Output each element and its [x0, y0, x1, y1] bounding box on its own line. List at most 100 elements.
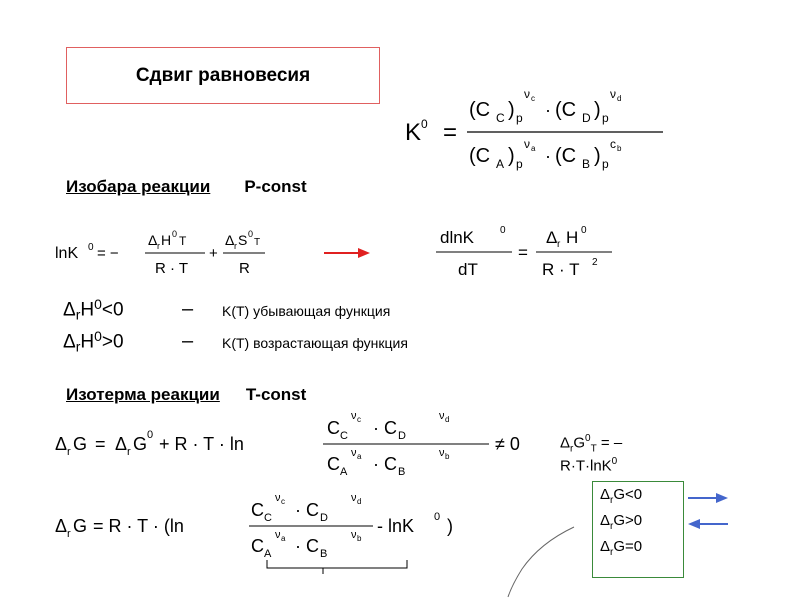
isotherm-condition: T-const — [245, 385, 307, 404]
iso2-lhs-sub: r — [67, 528, 71, 540]
k0-num2-sub: D — [582, 111, 591, 125]
gibbs-rest: = – — [596, 434, 623, 452]
iso2-den-C-sub: A — [264, 548, 272, 560]
isobar-condition: P-const — [244, 177, 307, 196]
k0-den1: (C — [469, 145, 490, 167]
enthalpy-rule-1: ΔrH0<0 — [63, 296, 124, 323]
case3-G: G — [613, 538, 626, 555]
iso1-lhs-sub: r — [67, 446, 71, 458]
case2-G: G — [613, 512, 626, 529]
iso1-num-exp2-sub: d — [445, 415, 449, 424]
gibbs-cases-box — [592, 481, 684, 578]
gibbs-G: G — [573, 434, 586, 452]
equilibrium-constant-formula: K 0 = (C C ) p ν c · (C D ) p ν d (C A )… — [405, 87, 663, 171]
k0-den1-close: ) — [508, 145, 515, 167]
deriv-eq: = — [518, 243, 528, 262]
rule1-cond: <0 — [101, 299, 124, 321]
k0-den2-exp-sub: b — [617, 144, 622, 153]
isobar-frac2-num-sub: r — [234, 241, 237, 251]
k0-num2-close: ) — [594, 99, 601, 121]
rule2-sup: 0 — [94, 328, 102, 344]
k0-num1: (C — [469, 99, 490, 121]
iso1-lhs-G: G — [73, 434, 87, 454]
iso2-num-C-sub: C — [264, 512, 272, 524]
iso2-den-exp: ν — [275, 529, 281, 541]
rule2-text: K(T) возрастающая функция — [222, 335, 408, 351]
rule2-delta: Δ — [63, 331, 76, 353]
isobar-derivative-equation: dlnK 0 dT = Δ r H 0 R · T 2 — [436, 225, 612, 279]
isobar-frac1-num: Δ — [148, 232, 157, 248]
deriv-rhs-num-sub: r — [557, 239, 561, 250]
case1-G: G — [613, 486, 626, 503]
k0-num1-sub: C — [496, 111, 505, 125]
deriv-num: dlnK — [440, 228, 475, 247]
deriv-rhs-num-rest: H — [566, 228, 578, 247]
k0-den2-p: p — [602, 157, 609, 171]
iso1-eq: = — [95, 434, 106, 454]
iso2-lhs-G: G — [73, 516, 87, 536]
gibbs-relation-line1: ΔrG0T = – — [560, 433, 622, 455]
iso1-G0-sup: 0 — [147, 429, 153, 441]
title-box: Сдвиг равновесия — [66, 47, 380, 104]
deriv-rhs-den: R · T — [542, 260, 579, 279]
k0-num2: (C — [555, 99, 576, 121]
gibbs-sup: 0 — [585, 433, 591, 444]
isobar-frac1-den: R · T — [155, 260, 188, 277]
iso2-num-C: C — [251, 500, 264, 520]
iso1-den-exp2-sub: b — [445, 452, 450, 461]
isobar-frac1-num-sub2: T — [179, 234, 187, 248]
iso1-num-C: C — [327, 418, 340, 438]
k0-num1-p: p — [516, 111, 523, 125]
isobar-eq-minus: = − — [97, 245, 119, 262]
iso1-delta: Δ — [115, 434, 127, 454]
connector-curve — [507, 526, 575, 598]
case3-cond: =0 — [625, 538, 643, 555]
iso1-den-C: C — [327, 454, 340, 474]
k0-den1-sub: A — [496, 157, 504, 171]
k0-eq: = — [443, 119, 457, 146]
iso1-den-B-sub: B — [398, 466, 405, 478]
k0-num1-close: ) — [508, 99, 515, 121]
isobar-frac1-num-sub: r — [157, 241, 160, 251]
iso2-den-exp2-sub: b — [357, 534, 362, 543]
rule1-dash: – — [182, 298, 194, 320]
iso2-num-exp2: ν — [351, 492, 357, 504]
rule2-dash: – — [182, 330, 194, 352]
gibbs-relation-line2: R·T·lnK0 — [560, 456, 617, 475]
iso2-underbrace — [266, 560, 408, 569]
isotherm-equation-2: Δ r G = R · T · (ln C C ν c · C D ν d C … — [55, 492, 453, 574]
k0-den1-exp-sub: a — [531, 144, 536, 153]
iso2-num-exp2-sub: d — [357, 497, 361, 506]
k0-num2-exp-sub: d — [617, 94, 621, 103]
rule1-text: K(T) убывающая функция — [222, 303, 391, 319]
iso2-num-dot: · C — [295, 500, 319, 520]
k0-lhs-sup: 0 — [421, 117, 428, 131]
isotherm-heading: Изотерма реакции — [66, 385, 220, 404]
iso1-num-exp2: ν — [439, 410, 445, 422]
k0-num2-exp: ν — [610, 87, 616, 101]
isobar-equation: lnK 0 = − Δ r H 0 T R · T + Δ r S 0 T R — [55, 229, 265, 277]
k0-num2-p: p — [602, 111, 609, 125]
rule1-sub: r — [75, 306, 81, 323]
iso1-num-D-sub: D — [398, 430, 406, 442]
iso1-den-dot: · C — [373, 454, 397, 474]
isobar-heading: Изобара реакции — [66, 177, 211, 196]
case3-sub: r — [610, 547, 614, 559]
iso1-num-exp: ν — [351, 410, 357, 422]
isobar-frac1-num-rest: H — [161, 232, 171, 248]
iso1-num-dot: · C — [373, 418, 397, 438]
isobar-frac2-num-rest: S — [238, 232, 247, 248]
gibbs-sub2: T — [590, 443, 597, 455]
iso2-close: ) — [447, 516, 453, 536]
iso1-den-C-sub: A — [340, 466, 348, 478]
case2-sub: r — [610, 521, 614, 533]
iso2-den-exp2: ν — [351, 529, 357, 541]
isobar-frac2-num: Δ — [225, 232, 234, 248]
enthalpy-rule-2: ΔrH0>0 — [63, 328, 124, 355]
iso1-ne-zero: ≠ 0 — [495, 434, 520, 454]
isobar-plus: + — [209, 245, 218, 262]
gibbs-case-3: ΔrG=0 — [600, 538, 642, 558]
k0-den2-close: ) — [594, 145, 601, 167]
isotherm-heading-row: Изотерма реакции T-const — [66, 385, 306, 405]
k0-num1-exp-sub: c — [531, 94, 535, 103]
